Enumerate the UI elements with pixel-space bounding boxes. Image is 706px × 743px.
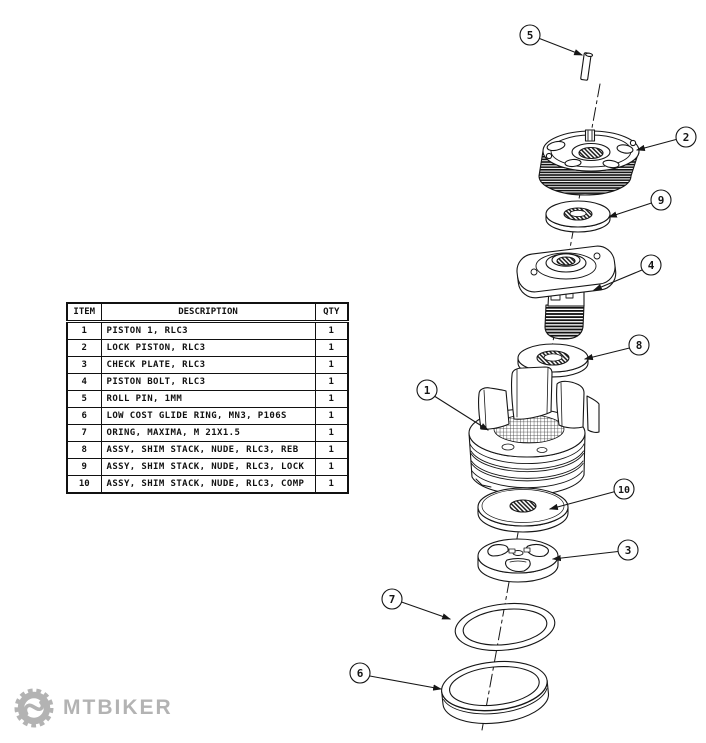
cell-item: 9 <box>66 458 102 476</box>
table-row: 1 PISTON 1, RLC3 1 <box>66 321 349 340</box>
cell-description: ASSY, SHIM STACK, NUDE, RLC3, REB <box>100 441 316 459</box>
cell-description: PISTON 1, RLC3 <box>100 321 316 340</box>
balloon-8: 8 <box>628 334 650 356</box>
leader-lines <box>369 37 677 691</box>
balloon-2: 2 <box>675 126 697 148</box>
cell-description: CHECK PLATE, RLC3 <box>100 356 316 374</box>
cell-description: LOW COST GLIDE RING, MN3, P106S <box>100 407 316 425</box>
table-row: 4 PISTON BOLT, RLC3 1 <box>66 373 349 391</box>
cell-qty: 1 <box>314 339 349 357</box>
leader-10 <box>548 491 615 510</box>
svg-text:4: 4 <box>648 259 655 272</box>
leader-5 <box>538 37 583 56</box>
cell-item: 10 <box>66 475 102 494</box>
part-oring <box>454 603 556 651</box>
leader-1 <box>434 395 489 431</box>
table-row: 7 ORING, MAXIMA, M 21X1.5 1 <box>66 424 349 442</box>
svg-text:3: 3 <box>625 544 632 557</box>
table-row: 8 ASSY, SHIM STACK, NUDE, RLC3, REB 1 <box>66 441 349 459</box>
svg-text:7: 7 <box>389 593 396 606</box>
cell-item: 6 <box>66 407 102 425</box>
cell-qty: 1 <box>314 373 349 391</box>
cell-item: 1 <box>66 321 102 340</box>
balloon-5: 5 <box>519 24 541 46</box>
cell-item: 2 <box>66 339 102 357</box>
cell-description: ASSY, SHIM STACK, NUDE, RLC3, COMP <box>100 475 316 494</box>
cell-description: LOCK PISTON, RLC3 <box>100 339 316 357</box>
callout-balloons: 5 2 9 4 8 <box>349 24 697 684</box>
part-roll-pin <box>580 52 594 81</box>
balloon-6: 6 <box>349 662 371 684</box>
table-row: 10 ASSY, SHIM STACK, NUDE, RLC3, COMP 1 <box>66 475 349 494</box>
cell-qty: 1 <box>314 356 349 374</box>
cell-item: 3 <box>66 356 102 374</box>
balloon-3: 3 <box>617 539 639 561</box>
part-glide-ring <box>441 660 549 725</box>
leader-6 <box>369 675 443 691</box>
leader-3 <box>551 550 619 562</box>
cell-qty: 1 <box>314 475 349 494</box>
col-header-qty: QTY <box>314 302 349 323</box>
cell-qty: 1 <box>314 424 349 442</box>
cell-item: 4 <box>66 373 102 391</box>
balloon-4: 4 <box>640 254 662 276</box>
cell-description: ROLL PIN, 1MM <box>100 390 316 408</box>
parts-table: ITEM DESCRIPTION QTY 1 PISTON 1, RLC3 1 … <box>66 302 349 494</box>
cell-qty: 1 <box>314 321 349 340</box>
cell-item: 7 <box>66 424 102 442</box>
leader-9 <box>608 202 653 218</box>
table-row: 5 ROLL PIN, 1MM 1 <box>66 390 349 408</box>
watermark: MTBIKER <box>13 687 173 729</box>
svg-text:8: 8 <box>636 339 643 352</box>
svg-text:9: 9 <box>658 194 665 207</box>
cell-qty: 1 <box>314 390 349 408</box>
col-header-description: DESCRIPTION <box>100 302 316 323</box>
leader-8 <box>583 347 631 361</box>
part-shim-stack-comp <box>477 487 569 533</box>
table-row: 9 ASSY, SHIM STACK, NUDE, RLC3, LOCK 1 <box>66 458 349 476</box>
col-header-item: ITEM <box>66 302 102 323</box>
cell-qty: 1 <box>314 458 349 476</box>
cell-description: ORING, MAXIMA, M 21X1.5 <box>100 424 316 442</box>
cell-description: ASSY, SHIM STACK, NUDE, RLC3, LOCK <box>100 458 316 476</box>
part-lock-piston <box>538 129 640 196</box>
svg-text:5: 5 <box>527 29 534 42</box>
leader-2 <box>635 138 677 151</box>
table-row: 3 CHECK PLATE, RLC3 1 <box>66 356 349 374</box>
table-row: 6 LOW COST GLIDE RING, MN3, P106S 1 <box>66 407 349 425</box>
svg-text:1: 1 <box>424 384 431 397</box>
part-check-plate <box>477 538 559 583</box>
part-piston-1 <box>468 366 600 496</box>
table-row: 2 LOCK PISTON, RLC3 1 <box>66 339 349 357</box>
balloon-10: 10 <box>613 478 635 500</box>
leader-4 <box>593 269 643 291</box>
table-header-row: ITEM DESCRIPTION QTY <box>66 302 349 323</box>
cell-description: PISTON BOLT, RLC3 <box>100 373 316 391</box>
balloon-7: 7 <box>381 588 403 610</box>
part-shim-stack-lock <box>545 200 611 233</box>
balloon-9: 9 <box>650 189 672 211</box>
balloon-1: 1 <box>416 379 438 401</box>
svg-text:10: 10 <box>618 485 630 496</box>
cell-item: 8 <box>66 441 102 459</box>
watermark-text: MTBIKER <box>63 696 173 719</box>
part-piston-bolt <box>516 245 617 340</box>
svg-text:2: 2 <box>683 131 690 144</box>
svg-text:6: 6 <box>357 667 364 680</box>
cell-item: 5 <box>66 390 102 408</box>
leader-7 <box>400 601 451 620</box>
chainring-gear-icon <box>14 688 54 728</box>
cell-qty: 1 <box>314 441 349 459</box>
cell-qty: 1 <box>314 407 349 425</box>
